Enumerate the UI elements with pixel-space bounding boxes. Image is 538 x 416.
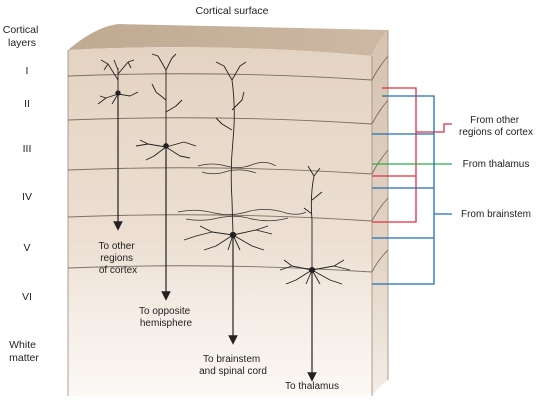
neuron-layer-iii xyxy=(135,53,197,301)
white-matter-label: White matter xyxy=(9,339,39,364)
input-label-thalamus: From thalamus xyxy=(463,159,530,170)
projection-label-other-cortex: To other regions of cortex xyxy=(99,241,138,276)
cortical-layers-heading: Cortical layers xyxy=(3,24,42,49)
projection-label-brainstem: To brainstem and spinal cord xyxy=(199,354,267,377)
neuron-layer-ii xyxy=(97,59,139,231)
layer-label-iv: IV xyxy=(22,191,32,203)
cortical-surface-label: Cortical surface xyxy=(196,5,269,17)
projection-label-hemisphere: To opposite hemisphere xyxy=(139,306,193,329)
input-label-brainstem: From brainstem xyxy=(461,209,531,220)
input-bracket-brainstem xyxy=(372,95,452,285)
neuron-layer-vi xyxy=(279,165,351,382)
cortex-front-face xyxy=(68,47,372,396)
input-bracket-other-cortex xyxy=(372,87,452,223)
layer-boundaries xyxy=(67,73,373,273)
cortex-top-surface xyxy=(68,24,388,56)
cortex-side-face xyxy=(372,30,388,396)
neuron-layer-v xyxy=(183,61,273,345)
projection-label-thalamus: To thalamus xyxy=(285,381,339,392)
layer-label-ii: II xyxy=(24,98,30,110)
fibers-layer-iv xyxy=(177,162,307,222)
layer-label-iii: III xyxy=(23,143,32,155)
layer-label-vi: VI xyxy=(22,291,32,303)
layer-label-v: V xyxy=(23,242,30,254)
input-label-other-cortex: From other regions of cortex xyxy=(459,115,533,138)
layer-label-i: I xyxy=(26,65,29,77)
